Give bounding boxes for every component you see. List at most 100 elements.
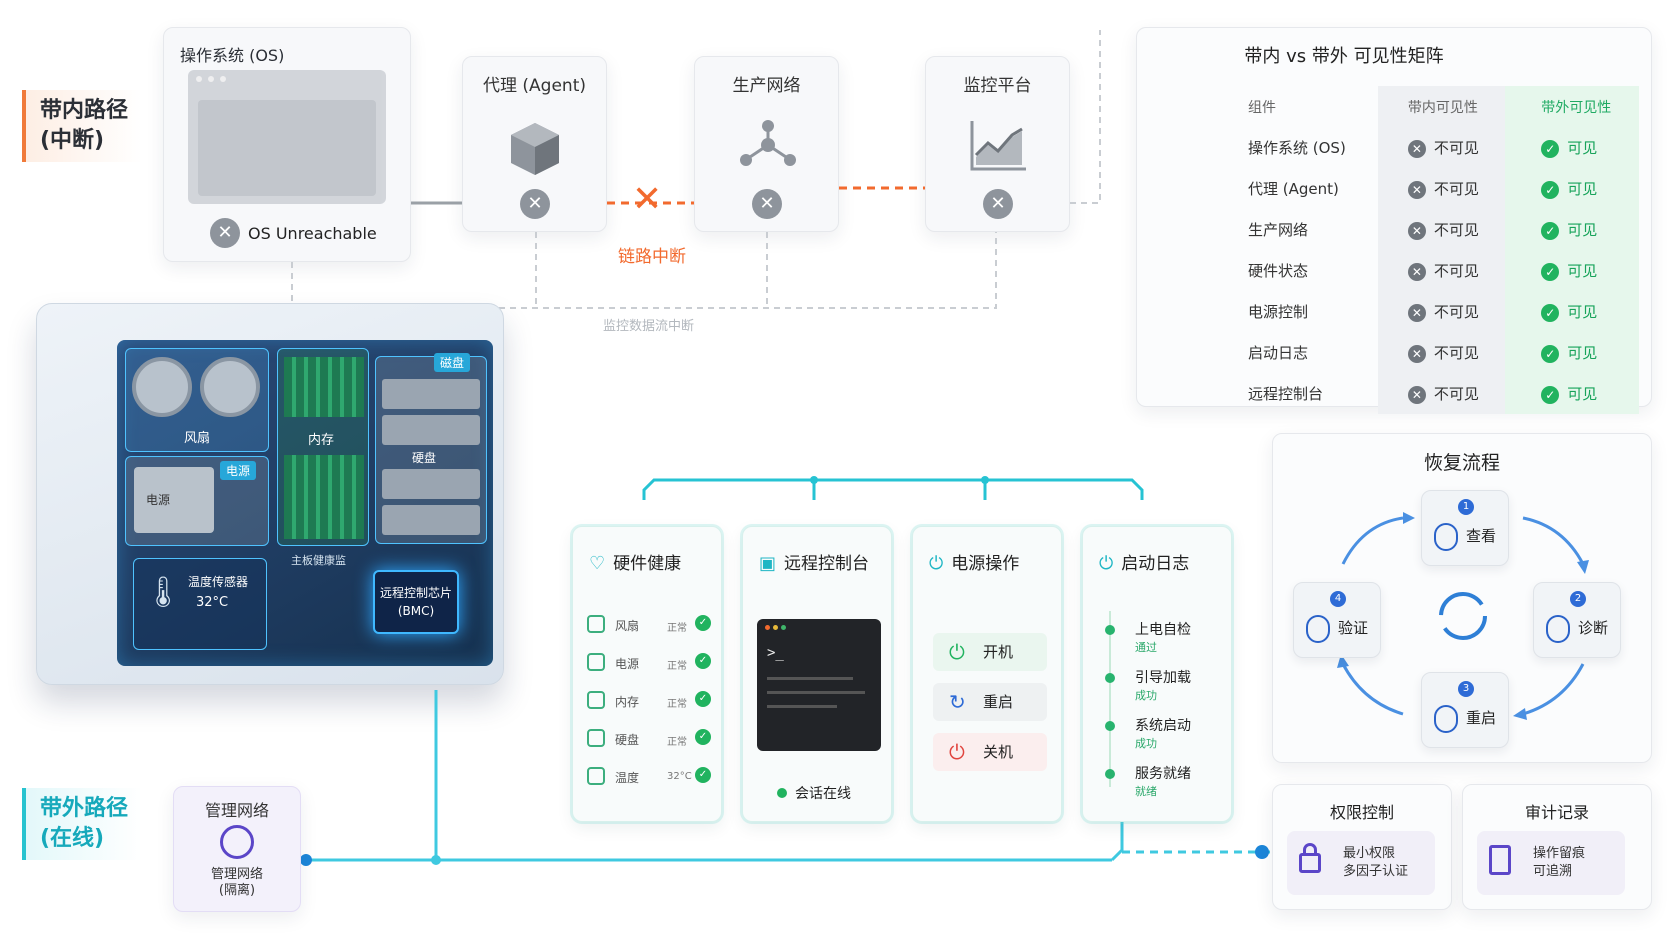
- monitor-card[interactable]: 监控平台 ✕: [925, 56, 1070, 232]
- fan-icon: [132, 357, 192, 417]
- hardware-status: 正常: [667, 661, 687, 672]
- power-icon: ⏻: [949, 640, 965, 664]
- audit-desc: 操作留痕 可追溯: [1533, 846, 1586, 879]
- matrix-inband-cell: ✕ 不可见: [1377, 127, 1506, 168]
- visibility-matrix-table: 组件 带内可见性 带外可见性 操作系统 (OS)✕不可见✓可见代理 (Agent…: [1223, 86, 1639, 414]
- boot-log-title-text: 服务就绪: [1135, 766, 1191, 782]
- audit-card: 审计记录 操作留痕 可追溯: [1462, 784, 1652, 910]
- os-card[interactable]: 操作系统 (OS) ✕ OS Unreachable: [163, 27, 411, 262]
- boot-log-status: 成功: [1135, 689, 1157, 702]
- matrix-component: 硬件状态: [1248, 262, 1309, 280]
- power-icon: ⏻: [1099, 553, 1114, 574]
- check-icon: ✓: [695, 729, 711, 745]
- lock-shackle-icon: [1303, 843, 1317, 855]
- cross-icon: ✕: [1407, 303, 1426, 322]
- prod-network-card-title: 生产网络: [732, 76, 801, 96]
- recovery-step[interactable]: 4 验证: [1293, 582, 1381, 658]
- matrix-title: 带内 vs 带外 可见性矩阵: [1244, 46, 1444, 67]
- matrix-inband-value: 不可见: [1433, 262, 1479, 280]
- link-break-icon: ✕: [632, 179, 663, 220]
- mgmt-network-title: 管理网络: [204, 801, 269, 820]
- check-icon: ✓: [1541, 221, 1560, 240]
- agent-card[interactable]: 代理 (Agent) ✕: [462, 56, 607, 232]
- matrix-oob-value: 可见: [1567, 344, 1598, 362]
- globe-lock-icon: [220, 825, 254, 859]
- hardware-name: 内存: [615, 695, 640, 709]
- restart-icon: ↻: [949, 690, 966, 714]
- step-number: 2: [1570, 591, 1586, 607]
- fan-label: 风扇: [184, 431, 211, 446]
- matrix-inband-value: 不可见: [1433, 385, 1479, 403]
- boot-log-panel[interactable]: ⏻启动日志 上电自检通过引导加载成功系统启动成功服务就绪就绪: [1082, 526, 1232, 822]
- hardware-status: 正常: [667, 737, 687, 748]
- board-label: 主板健康监: [291, 554, 346, 567]
- step-number: 1: [1458, 499, 1474, 515]
- matrix-header-oob: 带外可见性: [1505, 86, 1639, 127]
- matrix-inband-value: 不可见: [1433, 180, 1479, 198]
- close-icon: ✕: [520, 189, 550, 219]
- boot-log-title-text: 上电自检: [1135, 622, 1191, 638]
- matrix-inband-cell: ✕ 不可见: [1377, 168, 1506, 209]
- power-title-wrap: ⏻电源操作: [929, 549, 1019, 574]
- console-screen[interactable]: >_: [757, 619, 881, 751]
- hardware-row: 硬盘正常✓: [587, 725, 711, 755]
- hardware-name: 电源: [615, 657, 640, 671]
- heart-icon: ♡: [589, 553, 606, 574]
- memory-module: 内存: [277, 348, 369, 546]
- matrix-inband-cell: ✕不可见: [1377, 373, 1506, 414]
- power-panel[interactable]: ⏻电源操作 ⏻开机 ↻重启 ⏻关机: [912, 526, 1062, 822]
- monitor-flow-break-label: 监控数据流中断: [603, 319, 695, 334]
- bmc-chip[interactable]: 远程控制芯片 (BMC): [373, 570, 459, 634]
- fan-icon: [200, 357, 260, 417]
- matrix-oob-cell: ✓可见: [1505, 332, 1639, 373]
- hardware-status: 32°C: [667, 771, 692, 782]
- hardware-row: 电源正常✓: [587, 649, 711, 679]
- boot-log-title-text: 系统启动: [1135, 718, 1191, 734]
- access-control-desc: 最小权限 多因子认证: [1343, 846, 1409, 879]
- cross-icon: ✕: [1407, 180, 1426, 199]
- console-prompt: >_: [767, 645, 784, 661]
- matrix-inband-value: 不可见: [1433, 139, 1479, 157]
- bmc-label: 远程控制芯片 (BMC): [379, 586, 452, 618]
- power-off-button[interactable]: ⏻关机: [933, 733, 1047, 771]
- component-icon: [587, 653, 605, 671]
- step-icon: [1306, 615, 1330, 643]
- check-icon: ✓: [1541, 139, 1560, 158]
- hardware-name: 风扇: [615, 619, 640, 633]
- matrix-oob-cell: ✓可见: [1505, 373, 1639, 414]
- remote-console-panel[interactable]: ▣远程控制台 >_ 会话在线: [742, 526, 892, 822]
- check-icon: ✓: [1541, 262, 1560, 281]
- step-number: 4: [1330, 591, 1346, 607]
- mgmt-network-card[interactable]: 管理网络 管理网络 (隔离): [173, 786, 301, 912]
- check-icon: ✓: [1541, 180, 1560, 199]
- matrix-row: 操作系统 (OS)✕不可见✓可见: [1223, 127, 1639, 168]
- matrix-oob-cell: ✓可见: [1505, 291, 1639, 332]
- boot-log-status: 就绪: [1135, 785, 1157, 798]
- matrix-oob-value: 可见: [1567, 262, 1598, 280]
- check-icon: ✓: [695, 615, 711, 631]
- component-icon: [587, 615, 605, 633]
- close-icon: ✕: [983, 189, 1013, 219]
- prod-network-card[interactable]: 生产网络 ✕: [694, 56, 839, 232]
- power-on-button[interactable]: ⏻开机: [933, 633, 1047, 671]
- fan-module: 风扇: [125, 348, 269, 452]
- step-label: 验证: [1338, 619, 1369, 637]
- storage-module: 磁盘 硬盘: [375, 353, 487, 544]
- status-dot: [1105, 721, 1115, 731]
- network-node-icon: [740, 120, 796, 166]
- temp-sensor-label: 温度传感器: [188, 575, 249, 589]
- restart-button[interactable]: ↻重启: [933, 683, 1047, 721]
- cross-icon: ✕: [1407, 139, 1426, 158]
- cross-icon: ✕: [1407, 221, 1426, 240]
- matrix-inband-cell: ✕不可见: [1377, 291, 1506, 332]
- psu-label: 电源: [146, 493, 171, 507]
- matrix-inband-cell: ✕不可见: [1377, 250, 1506, 291]
- check-icon: ✓: [1541, 303, 1560, 322]
- hardware-row: 内存正常✓: [587, 687, 711, 717]
